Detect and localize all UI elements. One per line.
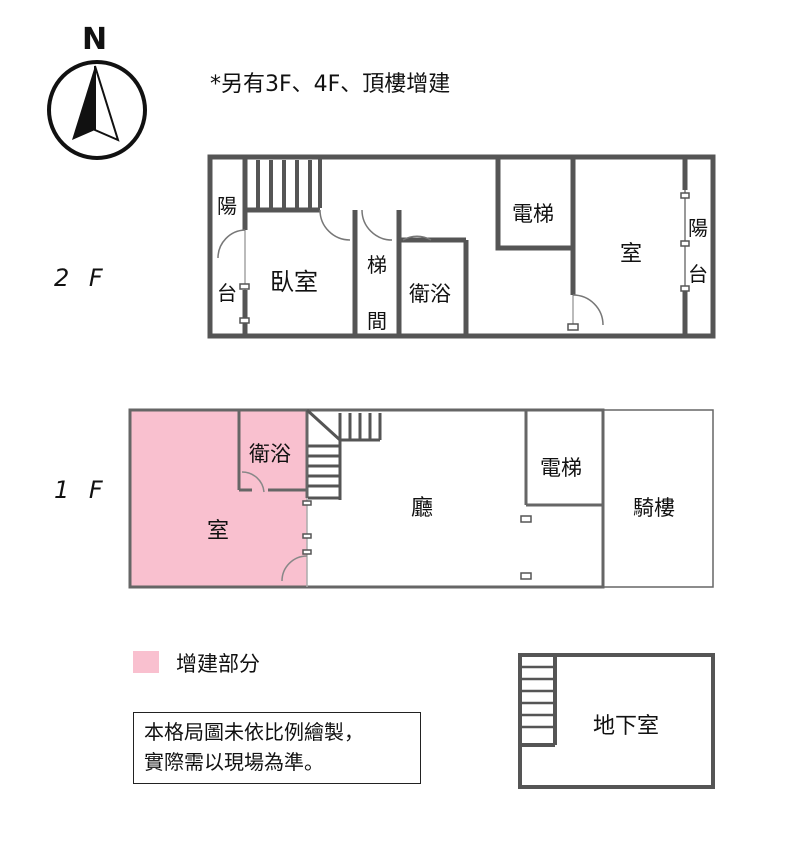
floor-label-1f: 1 F	[54, 476, 109, 504]
legend-addition-label: 增建部分	[176, 652, 260, 676]
room-label-stair-hall: 梯間	[367, 253, 387, 333]
first-floor-plan	[128, 408, 714, 589]
north-arrow-icon	[47, 60, 147, 160]
room-label-arcade: 騎樓	[633, 496, 675, 520]
room-label-1f-room: 室	[207, 519, 230, 544]
room-label-balcony-left-bottom: 台	[217, 281, 237, 305]
room-label-balcony-right: 陽台	[688, 216, 708, 286]
additional-floors-note: *另有3F、4F、頂樓增建	[210, 72, 451, 97]
second-floor-doors	[217, 190, 686, 326]
basement-plan	[518, 653, 715, 789]
room-label-2f-room: 室	[620, 242, 643, 267]
legend-addition-swatch	[133, 651, 159, 673]
first-floor-stairs	[305, 408, 382, 500]
floor-label-2f: 2 F	[54, 264, 109, 292]
room-label-bedroom: 臥室	[270, 268, 318, 296]
first-floor-addition	[130, 410, 307, 587]
room-label-1f-bathroom: 衛浴	[249, 442, 291, 466]
basement-stairs	[522, 665, 553, 729]
first-floor-doors	[241, 471, 308, 587]
room-label-basement: 地下室	[593, 714, 660, 739]
disclaimer-line-1: 本格局圖未依比例繪製，	[144, 720, 364, 744]
room-label-2f-elevator: 電梯	[512, 202, 554, 226]
room-label-1f-elevator: 電梯	[540, 456, 582, 480]
room-label-balcony-left-top: 陽	[217, 194, 237, 218]
disclaimer-box: 本格局圖未依比例繪製， 實際需以現場為準。	[133, 712, 421, 784]
second-floor-plan	[207, 154, 716, 339]
disclaimer-line-2: 實際需以現場為準。	[144, 750, 324, 774]
room-label-hall: 廳	[411, 496, 434, 521]
second-floor-stairs	[243, 157, 322, 210]
room-label-2f-bathroom: 衛浴	[409, 282, 451, 306]
north-label: N	[82, 22, 108, 57]
